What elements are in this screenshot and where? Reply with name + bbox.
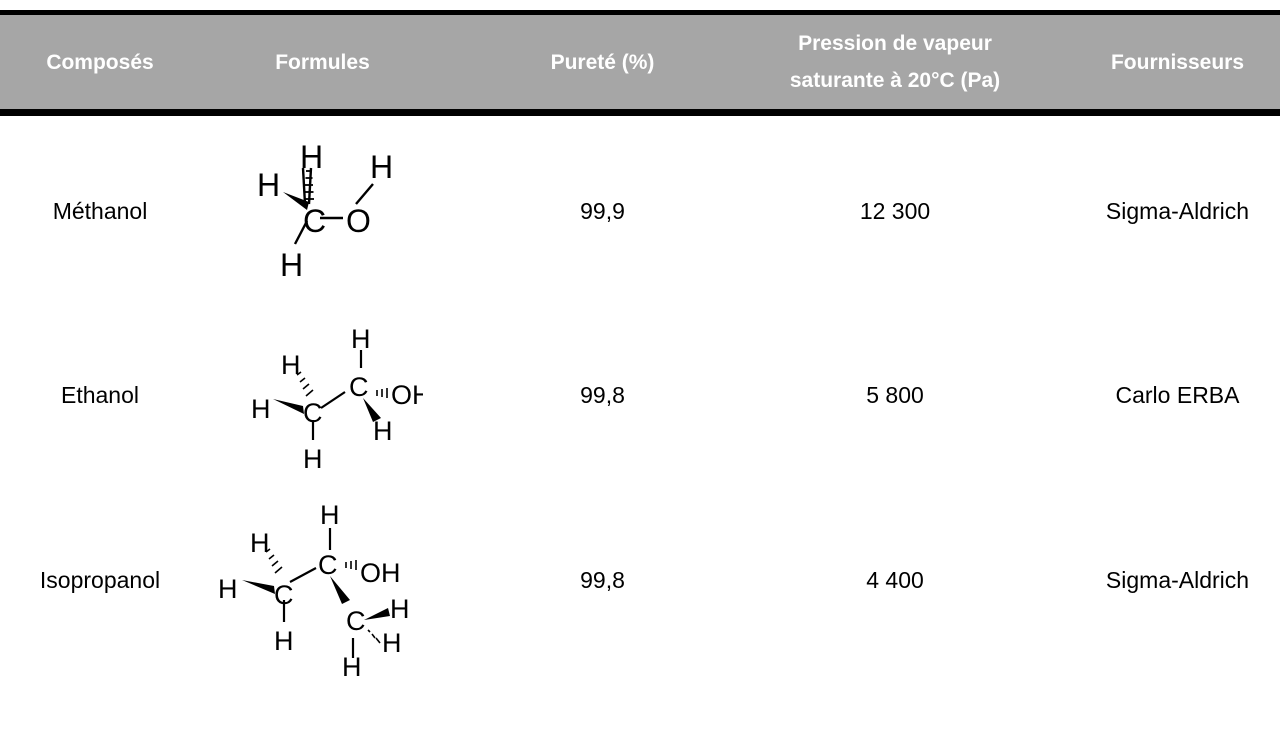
formula-cell: H H H C H C OH C H H H <box>200 485 445 680</box>
pressure-value: 4 400 <box>866 566 924 593</box>
atom-h: H <box>320 500 340 530</box>
table-row-ethanol: Ethanol H H C H H C <box>0 300 1280 490</box>
atom-h-bottom: H <box>280 247 303 283</box>
wedge-bond <box>282 192 309 210</box>
table-row-methanol: Méthanol H H C O H H <box>0 116 1280 306</box>
table-header-rule <box>0 109 1280 116</box>
header-purity: Pureté (%) <box>550 50 655 74</box>
atom-h: H <box>390 594 410 624</box>
atom-c: C <box>346 606 366 636</box>
atom-h: H <box>382 628 402 658</box>
table-row-isopropanol: Isopropanol <box>0 485 1280 680</box>
atom-oh: OH <box>360 558 401 588</box>
atom-h: H <box>281 350 301 380</box>
atom-c: C <box>349 372 369 402</box>
methanol-structure: H H C O H H <box>257 139 393 283</box>
atom-h: H <box>373 416 393 446</box>
atom-c: C <box>318 550 338 580</box>
atom-h-left: H <box>257 167 280 203</box>
atom-o: O <box>346 203 371 239</box>
ethanol-structure: H H C H H C OH H <box>251 324 423 474</box>
header-compounds: Composés <box>46 50 154 74</box>
atom-h: H <box>342 652 362 680</box>
bond-o-h <box>354 183 374 205</box>
atom-c: C <box>303 203 326 239</box>
pressure-value: 12 300 <box>859 197 931 224</box>
atom-h: H <box>303 444 323 474</box>
supplier-name: Sigma-Aldrich <box>1105 197 1250 224</box>
isopropanol-structure: H H H C H C OH C H H H <box>218 500 410 680</box>
header-vapor-pressure: Pression de vapeur saturante à 20°C (Pa) <box>730 15 1060 109</box>
compound-name: Méthanol <box>52 197 148 224</box>
supplier-name: Sigma-Aldrich <box>1105 566 1250 593</box>
purity-value: 99,9 <box>580 197 625 224</box>
atom-c: C <box>274 580 294 610</box>
table-header-background <box>0 15 1280 109</box>
atom-h: H <box>351 324 371 354</box>
header-vapor-pressure-line2: saturante à 20°C (Pa) <box>789 69 1001 92</box>
formula-cell: H H C O H H <box>200 116 445 306</box>
atom-oh: OH <box>391 380 423 410</box>
purity-value: 99,8 <box>580 381 625 408</box>
compound-name: Isopropanol <box>39 566 161 593</box>
header-vapor-pressure-line1: Pression de vapeur <box>798 32 992 55</box>
table-top-rule <box>0 10 1280 15</box>
compound-name: Ethanol <box>60 381 139 408</box>
purity-value: 99,8 <box>580 566 625 593</box>
header-formulas: Formules <box>275 50 370 74</box>
atom-h: H <box>218 574 238 604</box>
atom-c: C <box>303 398 323 428</box>
atom-h-top: H <box>300 139 323 175</box>
atom-h: H <box>250 528 270 558</box>
pressure-value: 5 800 <box>866 381 924 408</box>
atom-h: H <box>251 394 271 424</box>
atom-h-oxygen: H <box>370 149 393 185</box>
header-suppliers: Fournisseurs <box>1110 50 1245 74</box>
supplier-name: Carlo ERBA <box>1115 381 1240 408</box>
bond-c-h-bottom <box>293 220 308 245</box>
atom-h: H <box>274 626 294 656</box>
formula-cell: H H C H H C OH H <box>200 300 445 490</box>
